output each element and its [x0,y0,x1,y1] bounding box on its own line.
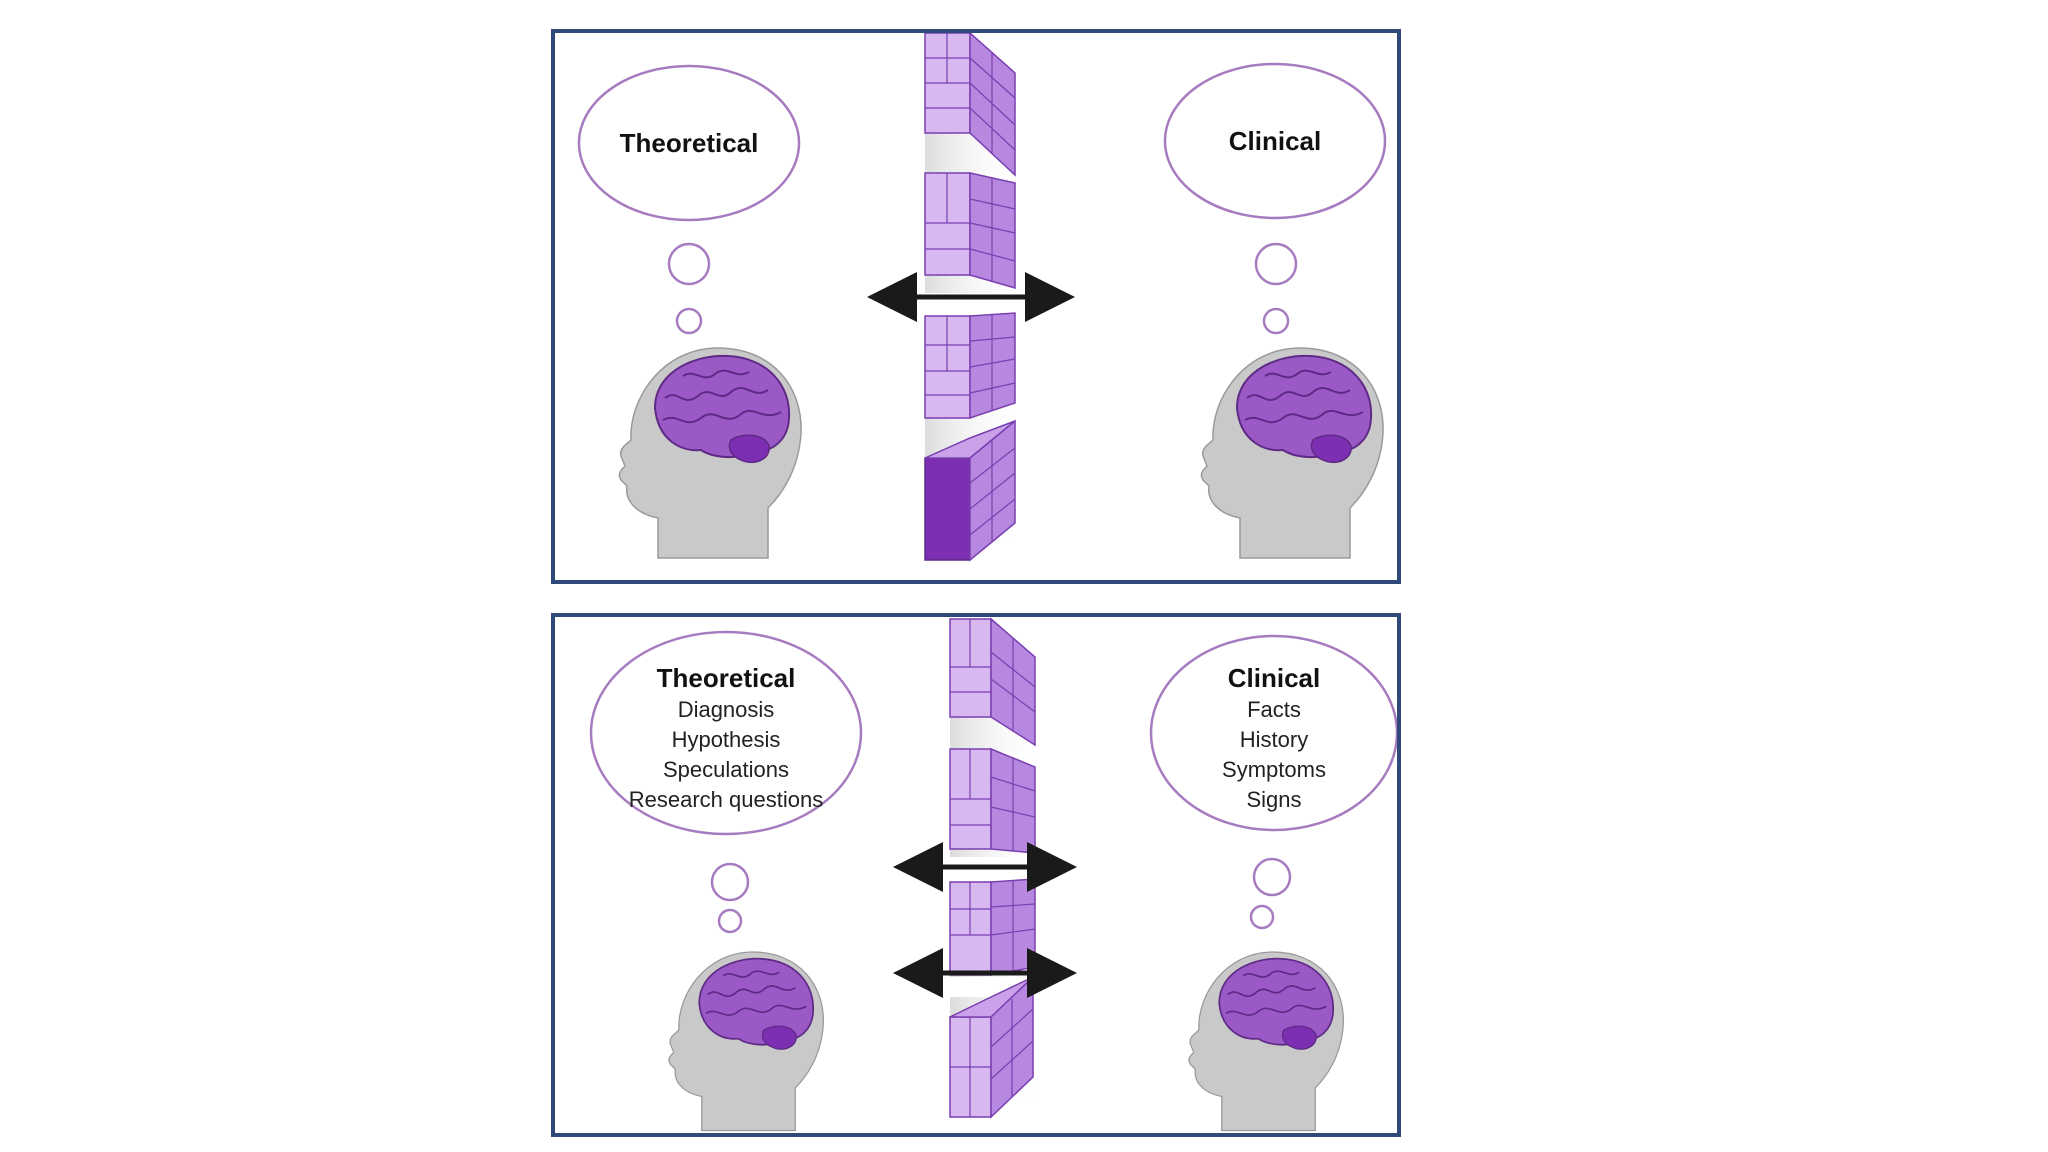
thought-dot-small [1262,307,1290,335]
thought-dot-small [1249,904,1275,930]
wall-block-2 [924,172,1025,293]
thought-dot-large [667,242,711,286]
left-head-with-brain-icon [618,347,802,559]
right-thought-bubble: Clinical [1163,62,1387,335]
top-diagram: Theoretical Clinical [577,33,1387,562]
right-bubble-item: Signs [1246,787,1301,812]
thought-dot-large [1252,857,1292,897]
left-thought-bubble: Theoretical Diagnosis Hypothesis Specula… [589,630,863,934]
wall-block-4 [949,975,1045,1119]
thought-dot-large [1254,242,1298,286]
wall-block-1 [924,33,1025,183]
left-bubble-title: Theoretical [657,663,796,693]
wall-block-1 [949,617,1045,752]
right-bubble-item: History [1240,727,1308,752]
left-head-with-brain-icon [668,951,824,1132]
right-head-with-brain-icon [1188,951,1344,1132]
right-head-with-brain-icon [1200,347,1384,559]
thought-dot-small [675,307,703,335]
right-bubble-item: Facts [1247,697,1301,722]
thought-dot-large [710,862,750,902]
wall-block-3 [949,878,1045,977]
left-bubble-item: Speculations [663,757,789,782]
wall-block-3 [924,312,1025,433]
left-thought-bubble: Theoretical [577,64,801,335]
left-bubble-title: Theoretical [620,128,759,158]
right-bubble-title: Clinical [1228,663,1320,693]
left-bubble-item: Research questions [629,787,823,812]
bottom-panel: Theoretical Diagnosis Hypothesis Specula… [551,613,1401,1137]
right-bubble-title: Clinical [1229,126,1321,156]
right-thought-bubble: Clinical Facts History Symptoms Signs [1149,634,1397,930]
left-bubble-item: Diagnosis [678,697,775,722]
left-bubble-item: Hypothesis [672,727,781,752]
wall-block-4 [924,419,1025,562]
top-panel: Theoretical Clinical [551,29,1401,584]
bottom-diagram: Theoretical Diagnosis Hypothesis Specula… [589,617,1397,1132]
wall-block-2 [949,747,1045,857]
right-bubble-item: Symptoms [1222,757,1326,782]
thought-dot-small [717,908,743,934]
